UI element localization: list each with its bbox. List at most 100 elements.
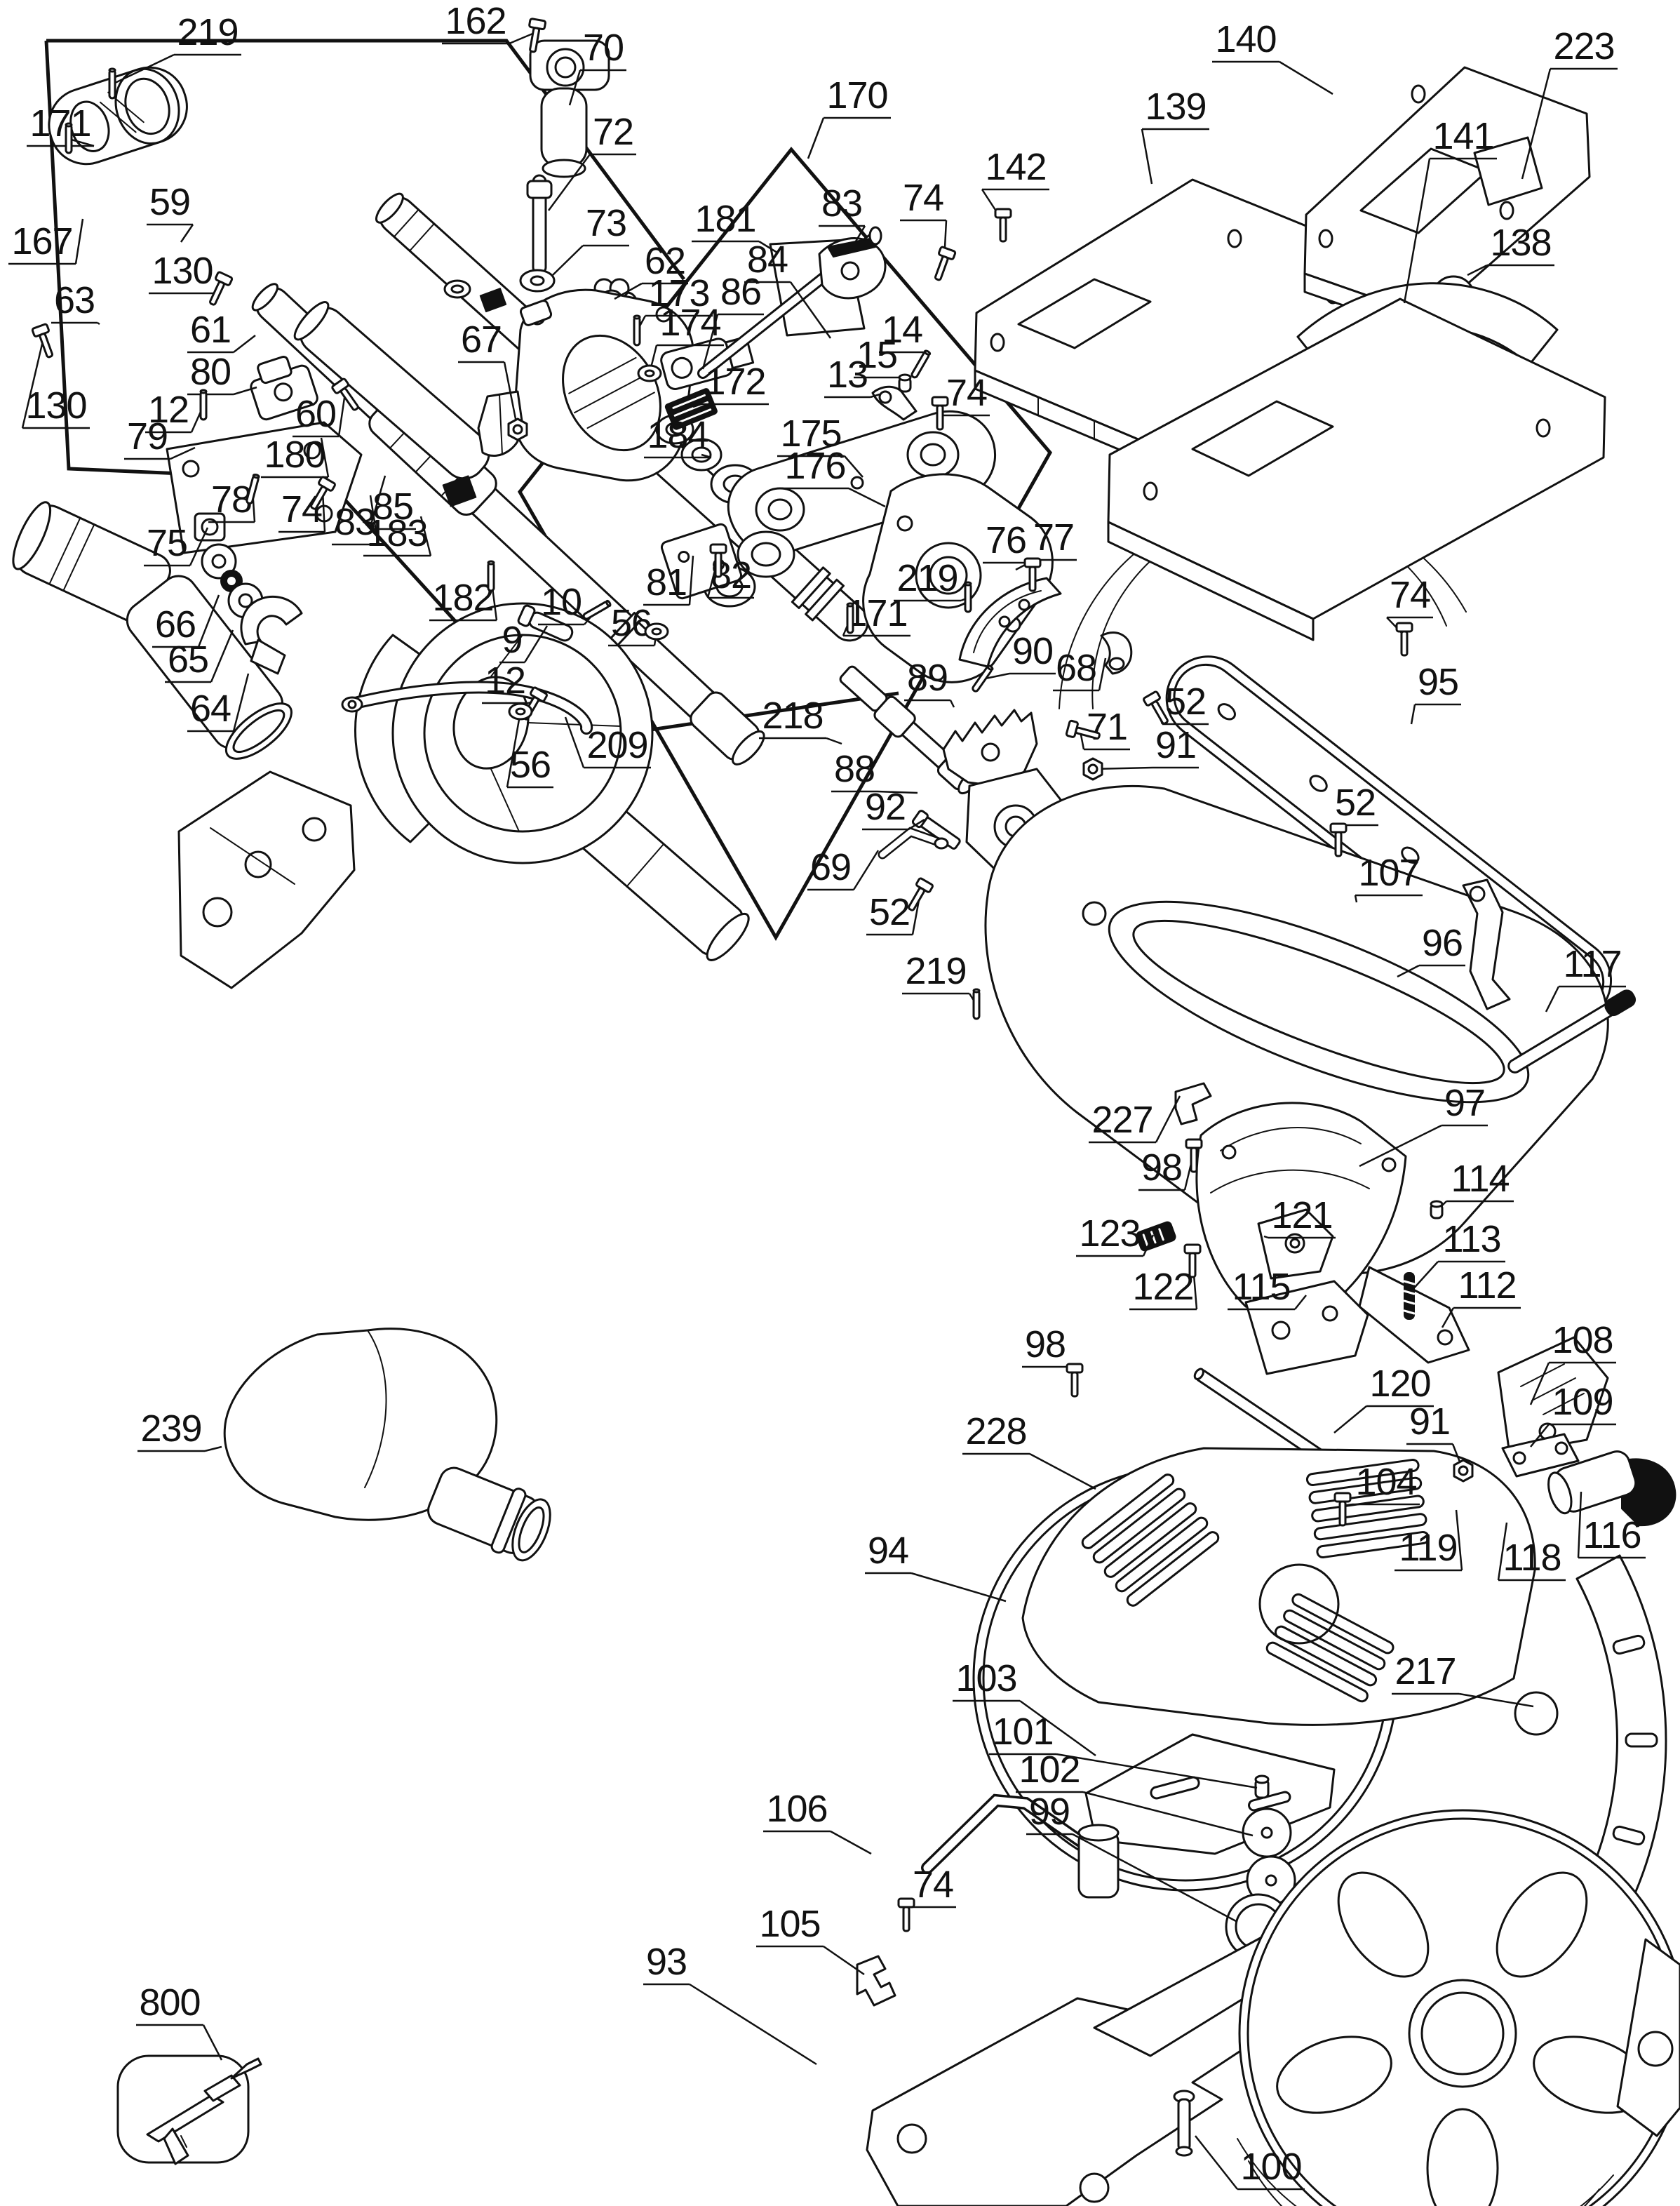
callout-173-22: 173 (633, 272, 713, 347)
callout-117-79: 117 (1545, 943, 1626, 1012)
part-number: 67 (461, 319, 502, 361)
part-number: 106 (766, 1788, 827, 1830)
callout-182-46: 182 (429, 560, 498, 622)
part-clamp-116 (1547, 1450, 1676, 1527)
callout-107-75: 107 (1354, 852, 1423, 903)
part-number: 15 (856, 334, 897, 376)
part-number: 180 (264, 434, 325, 476)
part-plate-175 (727, 410, 997, 556)
callout-74-42: 74 (278, 476, 336, 533)
part-clip-105 (856, 1955, 896, 2007)
part-number: 9 (502, 619, 522, 661)
callout-10-55: 10 (538, 581, 612, 626)
part-number: 74 (903, 177, 943, 219)
part-number: 74 (1390, 574, 1430, 616)
callout-162-1: 162 (442, 0, 546, 53)
part-bracket-121 (1257, 1208, 1334, 1280)
callout-14-26: 14 (879, 309, 932, 379)
callout-113-87: 113 (1411, 1218, 1505, 1292)
callout-69-76: 69 (807, 846, 880, 891)
hardware-washer-56 (644, 622, 669, 641)
part-number: 66 (155, 603, 196, 646)
callout-91-97: 91 (1406, 1401, 1474, 1483)
part-number: 123 (1079, 1212, 1140, 1255)
part-number: 112 (1458, 1264, 1516, 1306)
callout-59-10: 59 (147, 181, 194, 243)
part-clamp-64 (240, 595, 303, 675)
callout-63-21: 63 (51, 279, 100, 326)
part-number: 107 (1358, 852, 1419, 894)
part-pin-92 (911, 810, 961, 850)
part-number: 142 (985, 146, 1046, 188)
hardware-screw-122 (1183, 1243, 1202, 1278)
part-number: 81 (646, 561, 687, 603)
callout-219-80: 219 (902, 950, 981, 1020)
part-number: 80 (190, 351, 231, 393)
part-bracket-63 (177, 770, 356, 989)
part-number: 228 (965, 1410, 1026, 1452)
callout-104-98: 104 (1333, 1461, 1420, 1527)
part-number: 183 (366, 512, 427, 554)
hardware-pin-14 (910, 349, 932, 379)
part-number: 72 (593, 111, 633, 153)
callout-99-107: 99 (1026, 1791, 1237, 1923)
callout-52-65: 52 (1143, 681, 1209, 726)
callout-56-72: 56 (506, 702, 553, 789)
callout-108-91: 108 (1529, 1319, 1616, 1405)
part-number: 12 (148, 389, 189, 431)
part-number: 89 (907, 657, 948, 699)
hardware-screw-77 (1023, 557, 1042, 592)
part-number: 105 (759, 1903, 820, 1945)
callout-209-71: 209 (564, 716, 651, 769)
part-number: 115 (1232, 1266, 1290, 1308)
callout-140-3: 140 (1212, 18, 1333, 95)
hardware-pin-171 (65, 122, 73, 154)
part-spring-clip-172 (664, 388, 718, 430)
part-plate-109 (1501, 1433, 1580, 1478)
callout-15-27: 15 (854, 334, 912, 393)
part-number: 175 (780, 413, 841, 455)
hardware-pin-78 (246, 473, 260, 504)
callout-76-47: 76 (983, 519, 1030, 571)
part-plate-115 (1244, 1280, 1369, 1375)
part-number: 176 (784, 445, 845, 487)
part-number: 62 (645, 240, 685, 282)
part-number: 109 (1552, 1381, 1613, 1423)
callout-9-58: 9 (499, 619, 549, 664)
hardware-pin-219 (108, 67, 116, 100)
part-washer-66 (201, 543, 237, 580)
part-number: 73 (586, 202, 626, 244)
part-number: 100 (1240, 2146, 1301, 2188)
part-disc-217 (1514, 1691, 1559, 1736)
part-curved-segment-76 (958, 577, 1062, 668)
part-number: 92 (865, 786, 906, 828)
part-number: 116 (1582, 1514, 1641, 1556)
part-lock-handle-70 (529, 39, 610, 178)
callout-141-9: 141 (1403, 115, 1497, 304)
part-number: 174 (659, 302, 720, 344)
hardware-screw-130 (209, 271, 234, 306)
callout-79-36: 79 (124, 415, 196, 460)
part-number: 227 (1091, 1099, 1153, 1141)
callout-56-56: 56 (608, 602, 669, 647)
part-number: 181 (694, 198, 755, 240)
callout-82-52: 82 (706, 543, 754, 599)
callout-228-96: 228 (962, 1410, 1096, 1490)
hardware-pin-219 (964, 581, 972, 613)
part-number: 88 (834, 748, 875, 790)
callout-52-74: 52 (1329, 782, 1378, 857)
part-lever-107 (1462, 878, 1511, 1010)
callout-120-93: 120 (1333, 1363, 1434, 1433)
part-base-93 (866, 1809, 1680, 2206)
part-number: 113 (1442, 1218, 1500, 1260)
callout-172-34: 172 (692, 361, 769, 408)
callout-239-95: 239 (137, 1408, 222, 1452)
callout-12-32: 12 (145, 389, 208, 434)
part-number: 12 (485, 660, 525, 702)
part-number: 93 (646, 1941, 687, 1983)
callout-83-15: 83 (819, 182, 866, 249)
callout-109-94: 109 (1530, 1381, 1616, 1448)
part-handle-bar-209 (341, 681, 593, 735)
part-dust-elbow-167 (12, 501, 293, 760)
callout-62-19: 62 (614, 240, 688, 300)
